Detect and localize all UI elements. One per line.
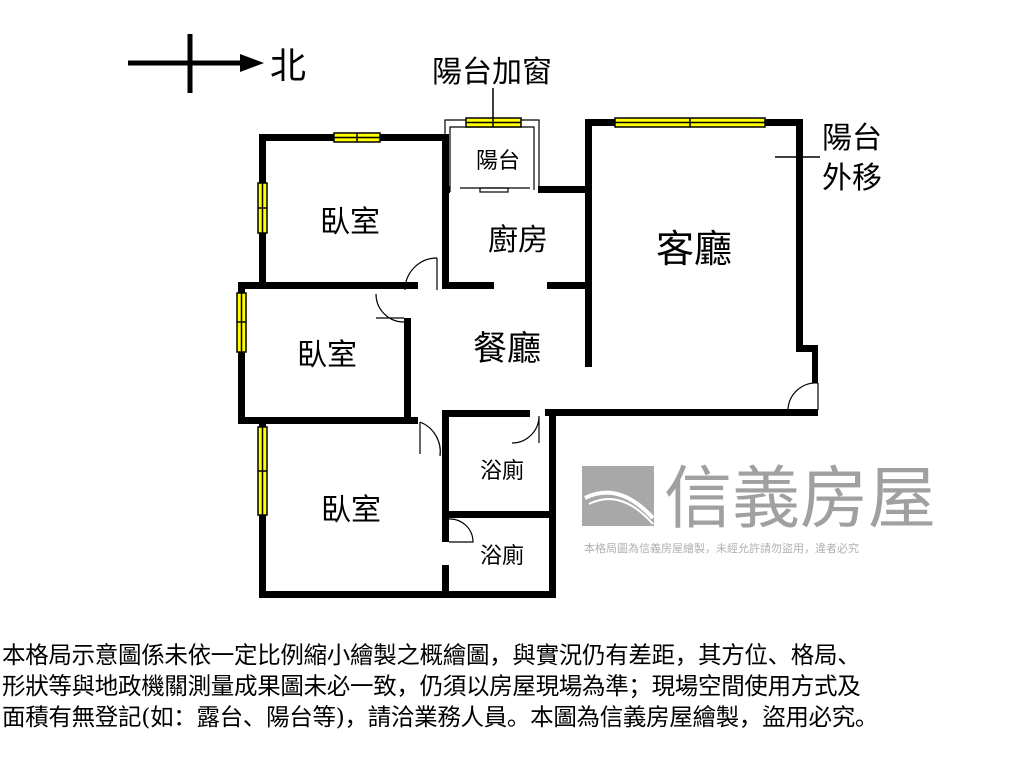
watermark-notice: 本格局圖為信義房屋繪製，未經允許請勿盜用，違者必究 <box>584 541 859 555</box>
floor-plan: 信義房屋 本格局圖為信義房屋繪製，未經允許請勿盜用，違者必究 北 陽台加窗 陽台… <box>128 34 936 598</box>
annotation-balcony-window: 陽台加窗 <box>432 55 552 90</box>
door-bedroom-1 <box>404 257 438 291</box>
door-entrance <box>787 382 819 411</box>
room-bedroom-1: 臥室 <box>320 205 380 240</box>
watermark-brand: 信義房屋 <box>664 460 936 539</box>
door-bedroom-2 <box>375 293 405 323</box>
room-bedroom-3: 臥室 <box>321 493 381 528</box>
room-bathroom-2: 浴廁 <box>480 544 524 569</box>
watermark: 信義房屋 本格局圖為信義房屋繪製，未經允許請勿盜用，違者必究 <box>582 460 936 555</box>
door-bathroom-2 <box>448 518 474 543</box>
disclaimer-line: 面積有無登記(如：露台、陽台等)，請洽業務人員。本圖為信義房屋繪製，盜用必究。 <box>2 703 879 731</box>
room-living: 客廳 <box>656 227 732 271</box>
disclaimer: 本格局示意圖係未依一定比例縮小繪製之概繪圖，與實況仍有差距，其方位、格局、 形狀… <box>2 640 1024 733</box>
windows <box>236 117 766 516</box>
room-dining: 餐廳 <box>473 329 541 369</box>
annotation-moved: 外移 <box>822 161 882 196</box>
room-kitchen: 廚房 <box>488 223 548 258</box>
door-bedroom-3 <box>419 421 441 457</box>
compass-label: 北 <box>270 46 306 87</box>
doors <box>375 257 819 543</box>
annotation-balcony: 陽台 <box>822 121 882 156</box>
door-bathroom-1 <box>511 415 540 444</box>
disclaimer-line: 形狀等與地政機關測量成果圖未必一致，仍須以房屋現場為準；現場空間使用方式及 <box>2 672 861 700</box>
room-bathroom-1: 浴廁 <box>480 459 524 484</box>
disclaimer-line: 本格局示意圖係未依一定比例縮小繪製之概繪圖，與實況仍有差距，其方位、格局、 <box>2 641 861 669</box>
north-arrow-icon <box>128 34 264 93</box>
room-balcony: 陽台 <box>476 149 520 174</box>
room-bedroom-2: 臥室 <box>297 338 357 373</box>
